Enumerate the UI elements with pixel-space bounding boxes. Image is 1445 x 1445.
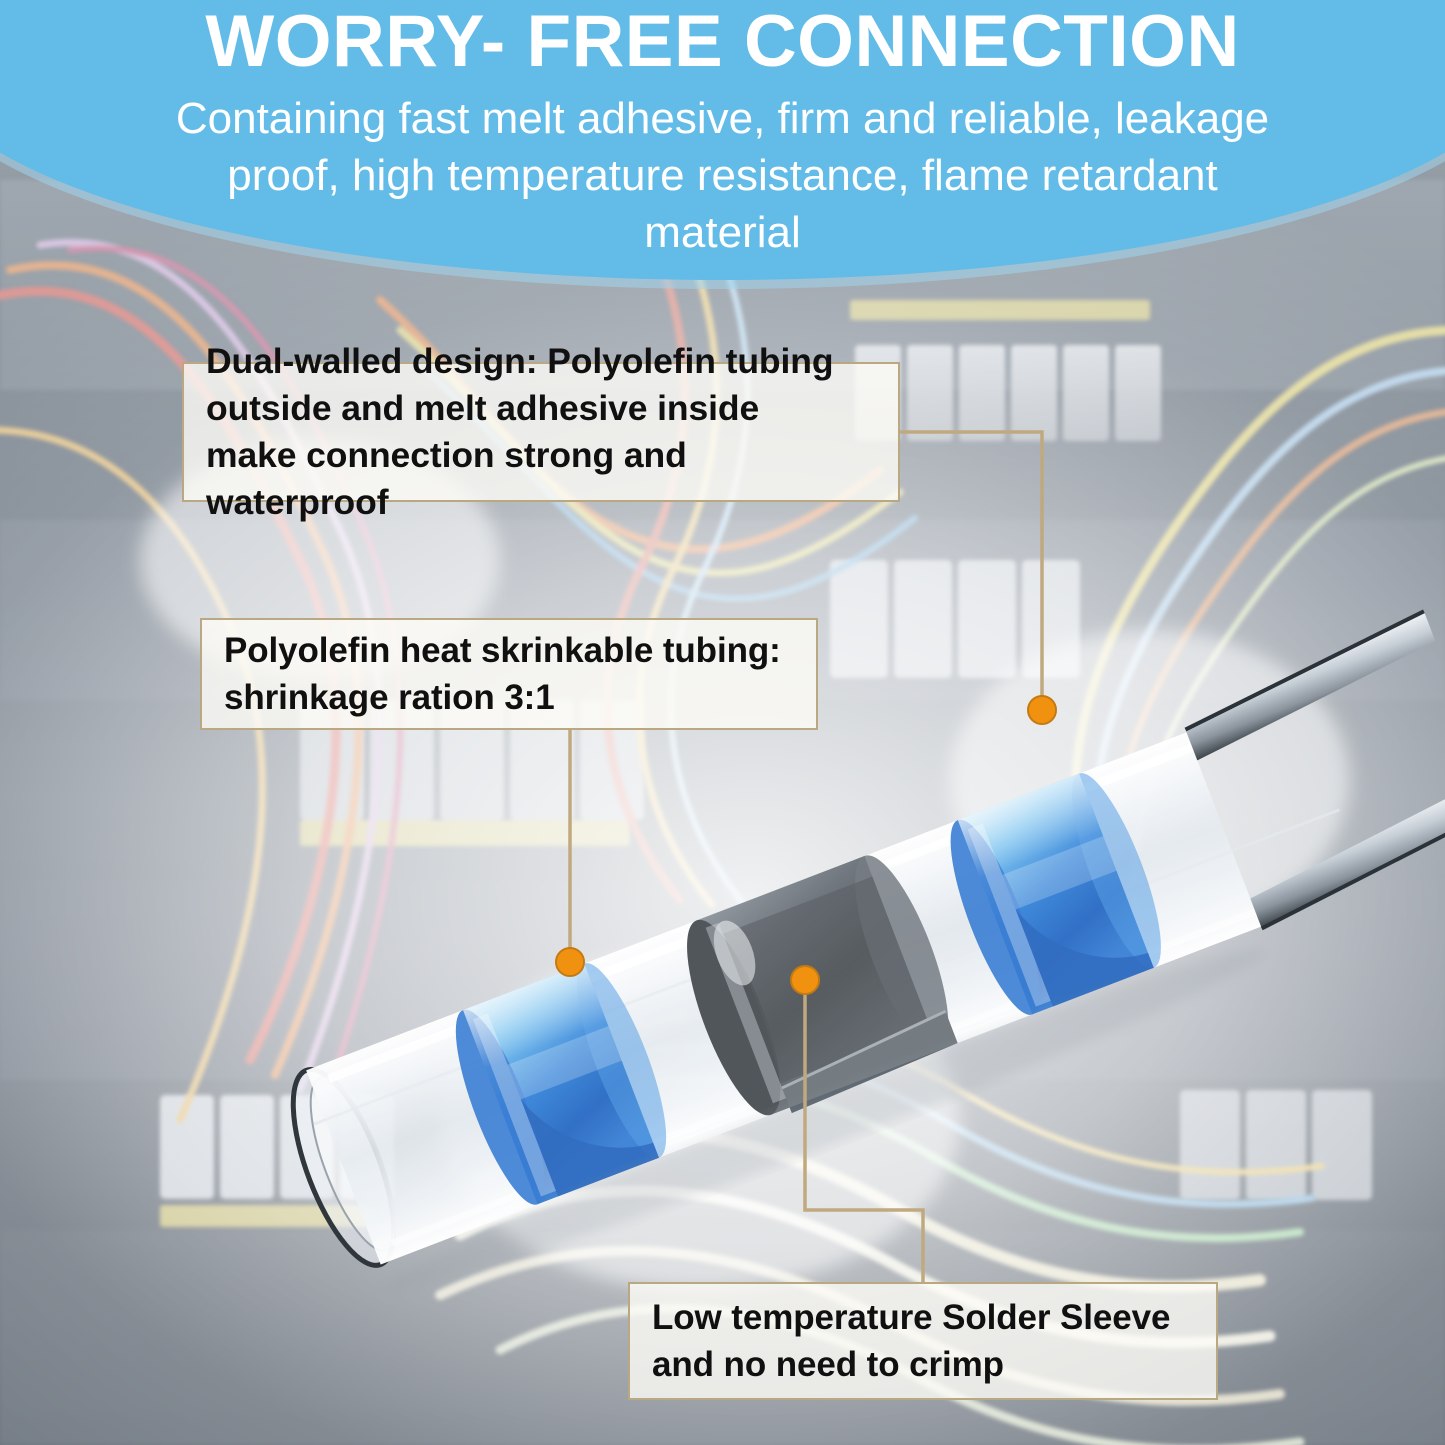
callout-dual-walled-design: Dual-walled design: Polyolefin tubing ou… (182, 341, 900, 522)
callout-1-text: Dual-walled design: Polyolefin tubing ou… (206, 338, 876, 526)
header-content: WORRY- FREE CONNECTION Containing fast m… (0, 0, 1445, 261)
callout-polyolefin-tubing-shrinkage: Polyolefin heat skrinkable tubing: shrin… (200, 618, 818, 730)
callout-1-line-2: outside and melt adhesive inside (206, 388, 760, 428)
callout-1-line-3: make connection strong and waterproof (206, 435, 687, 522)
callout-3-line-1: Low temperature Solder Sleeve (652, 1298, 1171, 1337)
header-banner: WORRY- FREE CONNECTION Containing fast m… (0, 0, 1445, 280)
callout-2-line-1: Polyolefin heat skrinkable tubing: (224, 631, 781, 670)
callout-low-temperature-solder-sleeve: Low temperature Solder Sleeve and no nee… (628, 1282, 1218, 1400)
callout-2-text: Polyolefin heat skrinkable tubing: shrin… (224, 627, 781, 721)
page-title: WORRY- FREE CONNECTION (205, 1, 1240, 82)
callout-3-text: Low temperature Solder Sleeve and no nee… (652, 1294, 1171, 1388)
page-subtitle: Containing fast melt adhesive, firm and … (175, 94, 1270, 257)
callout-3-line-2: and no need to crimp (652, 1345, 1004, 1384)
callout-2-line-2: shrinkage ration 3:1 (224, 678, 555, 717)
callout-1-line-1: Dual-walled design: Polyolefin tubing (206, 341, 834, 381)
